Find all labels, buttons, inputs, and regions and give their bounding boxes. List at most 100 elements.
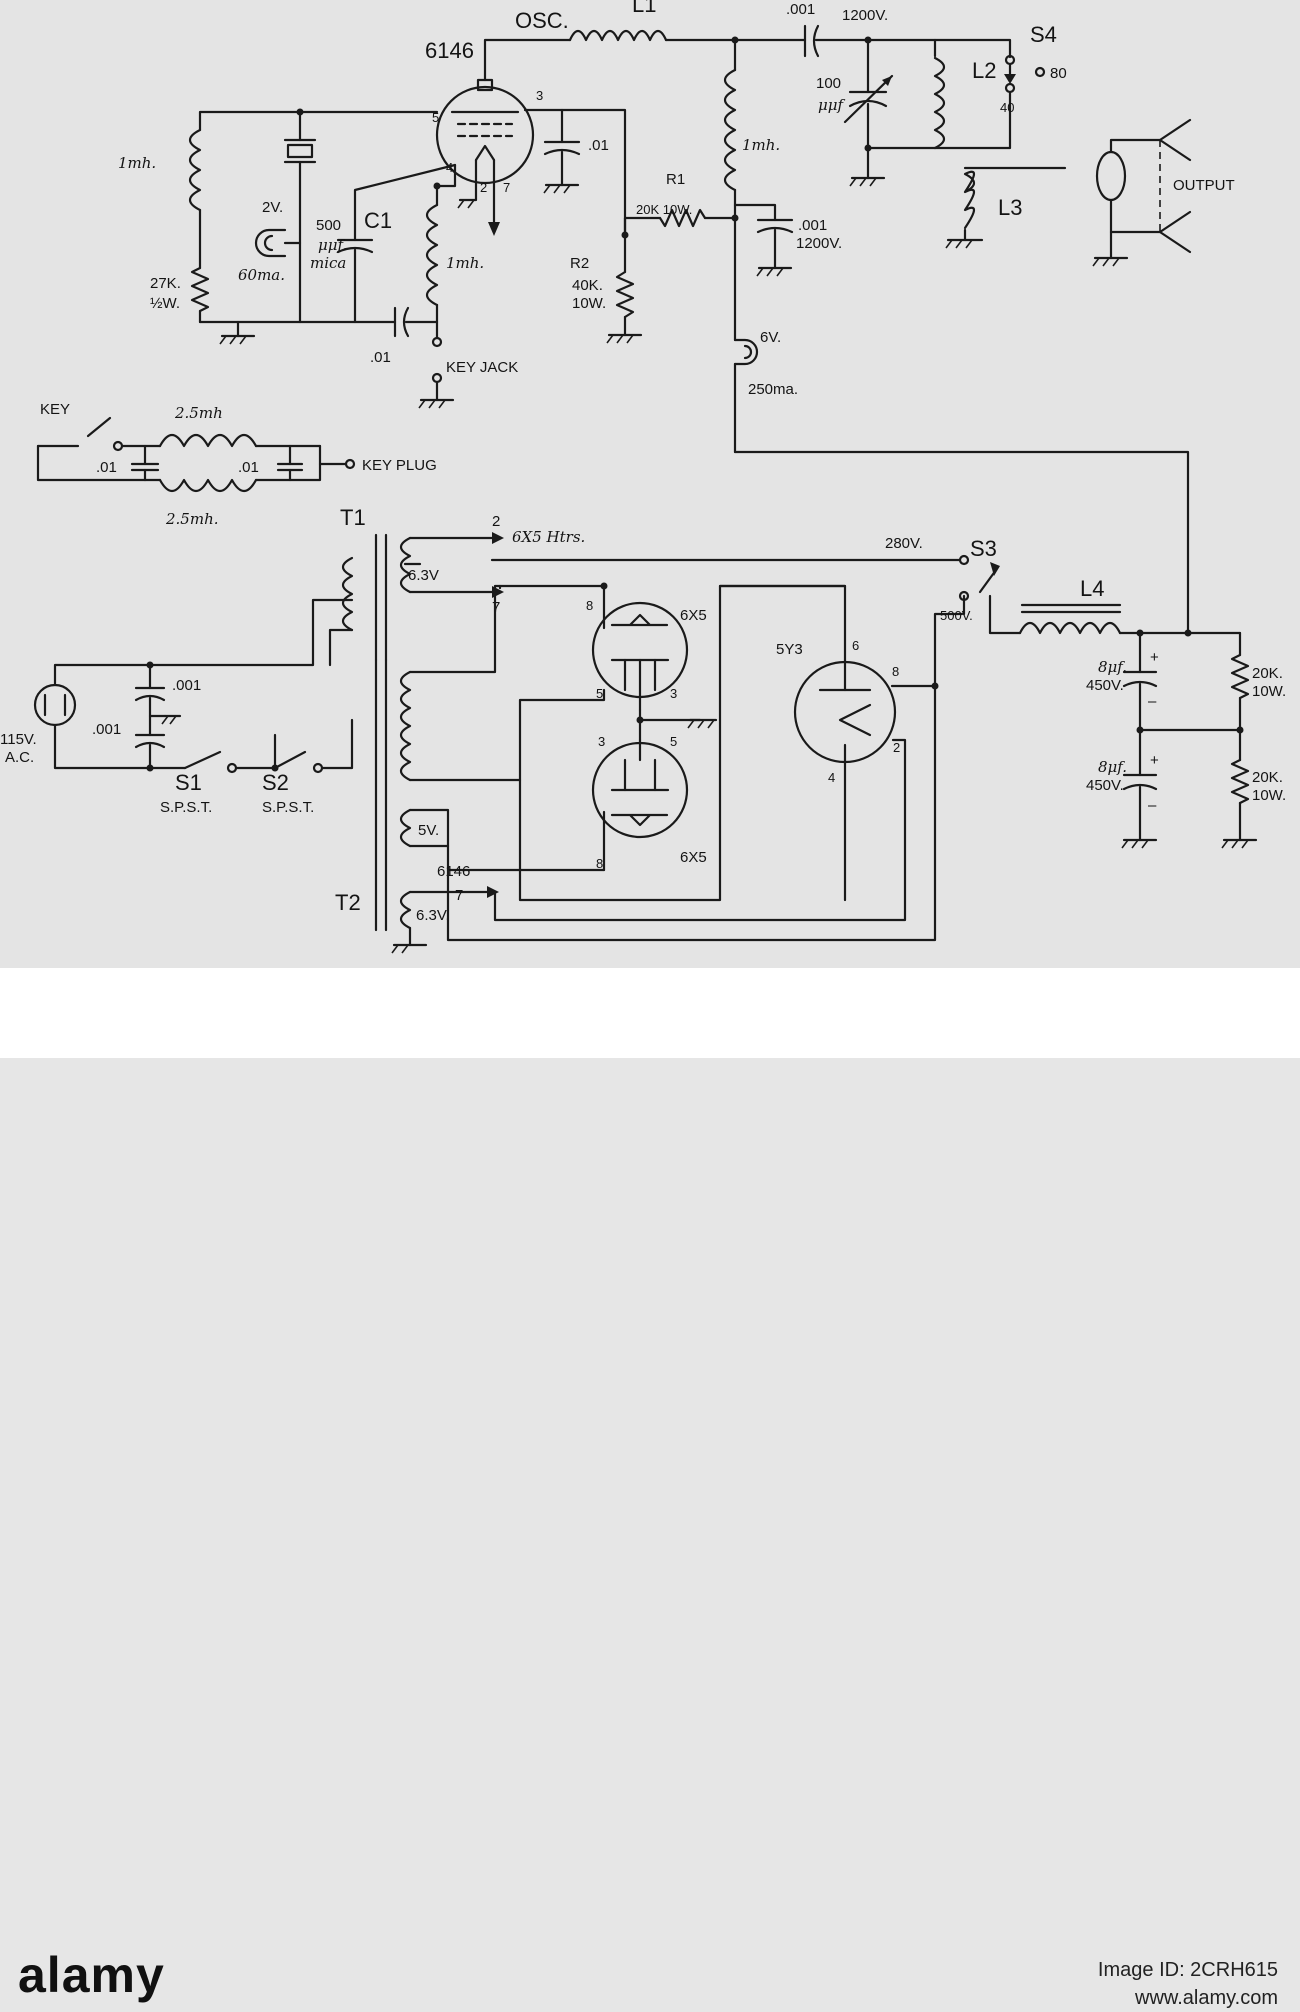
- plus-sign: +: [1150, 649, 1159, 666]
- r-bleed-1-a: 20K.: [1252, 665, 1283, 682]
- rectifier-6x5-upper: [591, 601, 689, 712]
- schematic-diagram: OSC. 6146 5 3 4 2 7 L1 .001 1200V. 100 μ…: [0, 0, 1300, 968]
- mains-b: A.C.: [5, 749, 34, 766]
- key-coil-top: 2.5mh: [174, 404, 223, 422]
- rectifier-6x5-lower: [591, 738, 689, 839]
- cap-line-2: .001: [92, 721, 121, 738]
- pin-label: 4: [828, 770, 835, 785]
- cap-filt-1-b: 450V.: [1086, 677, 1124, 694]
- key-filter: [36, 416, 356, 493]
- pin-label: 6: [852, 638, 859, 653]
- r2-b: 10W.: [572, 295, 606, 312]
- l1-coil: [568, 29, 668, 42]
- minus-sign: –: [1148, 693, 1157, 710]
- cap-keyfilt-2: .01: [238, 459, 259, 476]
- lamp-grid-b: 60ma.: [238, 266, 285, 284]
- fil-6146: 6146: [437, 863, 470, 880]
- key-coil-bottom: 2.5mh.: [165, 510, 219, 528]
- key-label: KEY: [40, 401, 70, 418]
- rfc-plate-label: 1mh.: [742, 136, 780, 154]
- lamp-grid-a: 2V.: [262, 199, 283, 216]
- r1-label: R1: [666, 171, 685, 188]
- cap-key: .01: [370, 349, 391, 366]
- l3-label: L3: [998, 195, 1022, 220]
- r-bleed-2-a: 20K.: [1252, 769, 1283, 786]
- l4-label: L4: [1080, 576, 1104, 601]
- r-grid-a: 27K.: [150, 275, 181, 292]
- output-label: OUTPUT: [1173, 177, 1235, 194]
- c1-label: C1: [364, 208, 392, 233]
- rect-main-label: 5Y3: [776, 641, 803, 658]
- htr-volt: 6.3V: [408, 567, 439, 584]
- cap-filt-2-a: 8μf.: [1098, 758, 1127, 776]
- r-grid-b: ½W.: [150, 295, 180, 312]
- t1-label: T1: [340, 505, 366, 530]
- cap-keyfilt-1: .01: [96, 459, 117, 476]
- htr-label: 6X5 Htrs.: [512, 528, 585, 546]
- s1-type: S.P.S.T.: [160, 799, 212, 816]
- s3-label: S3: [970, 536, 997, 561]
- l2-coil-top: [933, 56, 946, 150]
- pin-label: 2: [893, 740, 900, 755]
- cap-filt-2-b: 450V.: [1086, 777, 1124, 794]
- rect-a-label: 6X5: [680, 607, 707, 624]
- pin-label: 8: [596, 856, 603, 871]
- watermark-footer: alamy Image ID: 2CRH615 www.alamy.com: [0, 968, 1300, 2009]
- s4-80: 80: [1050, 65, 1067, 82]
- osc-tube-6146: [435, 78, 535, 185]
- cap-b-volt: 1200V.: [796, 235, 842, 252]
- pin-label: 3: [598, 734, 605, 749]
- htr-2: 2: [492, 513, 500, 530]
- r-bleed-2-b: 10W.: [1252, 787, 1286, 804]
- minus-sign: –: [1148, 797, 1157, 814]
- pin-label: 4: [446, 160, 453, 175]
- rfc-cathode-label: 1mh.: [446, 254, 484, 272]
- l1-label: L1: [632, 0, 656, 17]
- key-plug-label: KEY PLUG: [362, 457, 437, 474]
- s4-label: S4: [1030, 22, 1057, 47]
- c1-c: mica: [310, 254, 346, 272]
- cap-line-1: .001: [172, 677, 201, 694]
- image-id-line: Image ID: 2CRH615: [1097, 1959, 1278, 1981]
- pin-label: 7: [503, 180, 510, 195]
- key-jack-label: KEY JACK: [446, 359, 518, 376]
- output-connector: [963, 118, 1192, 267]
- alamy-logo: alamy: [18, 1947, 165, 2003]
- osc-label: OSC.: [515, 8, 569, 33]
- r1-value: 20K 10W.: [636, 202, 692, 217]
- pin-label: 3: [670, 686, 677, 701]
- pin-label: 5: [432, 110, 439, 125]
- cap-tank-b: μμf: [818, 96, 845, 114]
- cap-screen: .01: [588, 137, 609, 154]
- pin-label: 8: [586, 598, 593, 613]
- s4-40: 40: [1000, 100, 1014, 115]
- pin-label: 8: [892, 664, 899, 679]
- image-url-line: www.alamy.com: [1135, 1987, 1278, 2009]
- mains-plug: [33, 663, 187, 770]
- l2-label: L2: [972, 58, 996, 83]
- r2-label: R2: [570, 255, 589, 272]
- cap-filt-1-a: 8μf.: [1098, 658, 1127, 676]
- pin-label: 5: [596, 686, 603, 701]
- rectifier-5y3: [793, 660, 897, 764]
- fil-5v: 5V.: [418, 822, 439, 839]
- lamp-plate-a: 6V.: [760, 329, 781, 346]
- c1-b: μμf.: [318, 236, 347, 254]
- mains-a: 115V.: [0, 731, 37, 748]
- rfc-plate: [723, 68, 737, 192]
- pin-label: 5: [670, 734, 677, 749]
- s1-label: S1: [175, 770, 202, 795]
- r2-a: 40K.: [572, 277, 603, 294]
- s2-label: S2: [262, 770, 289, 795]
- fil-volt: 6.3V.: [416, 907, 450, 924]
- r-bleed-1-b: 10W.: [1252, 683, 1286, 700]
- rfc-grid-label: 1mh.: [118, 154, 156, 172]
- htr-7: 7: [492, 599, 500, 616]
- schematic-canvas: OSC. 6146 5 3 4 2 7 L1 .001 1200V. 100 μ…: [0, 0, 1286, 954]
- cap-out-volt: 1200V.: [842, 7, 888, 24]
- plus-sign: +: [1150, 752, 1159, 769]
- pin-label: 3: [536, 88, 543, 103]
- image-id: Image ID: 2CRH615 www.alamy.com: [1098, 1956, 1278, 2012]
- s2-type: S.P.S.T.: [262, 799, 314, 816]
- c1-a: 500: [316, 217, 341, 234]
